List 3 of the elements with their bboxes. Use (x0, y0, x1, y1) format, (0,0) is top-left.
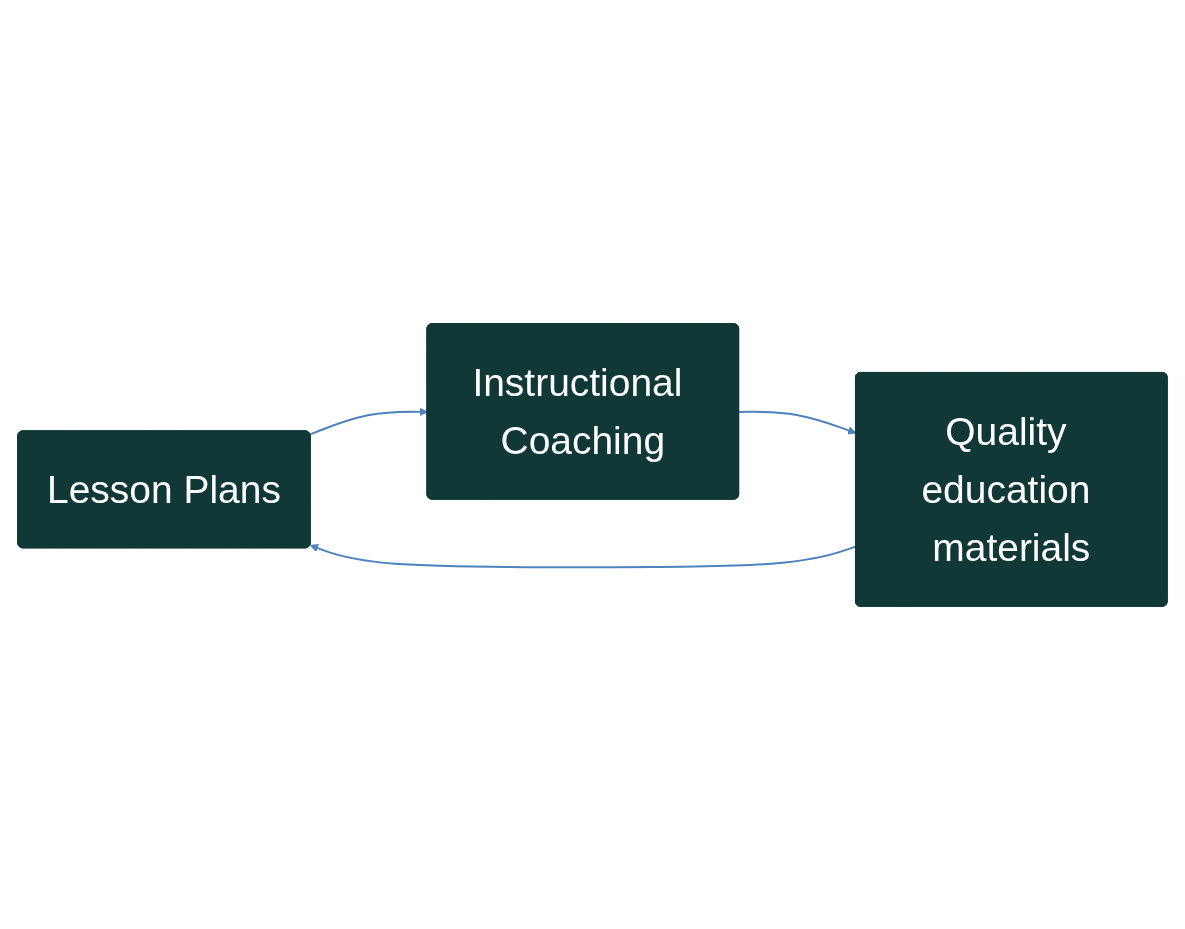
arrow (309, 407, 428, 435)
arrow (738, 410, 857, 434)
arrow (309, 543, 857, 568)
